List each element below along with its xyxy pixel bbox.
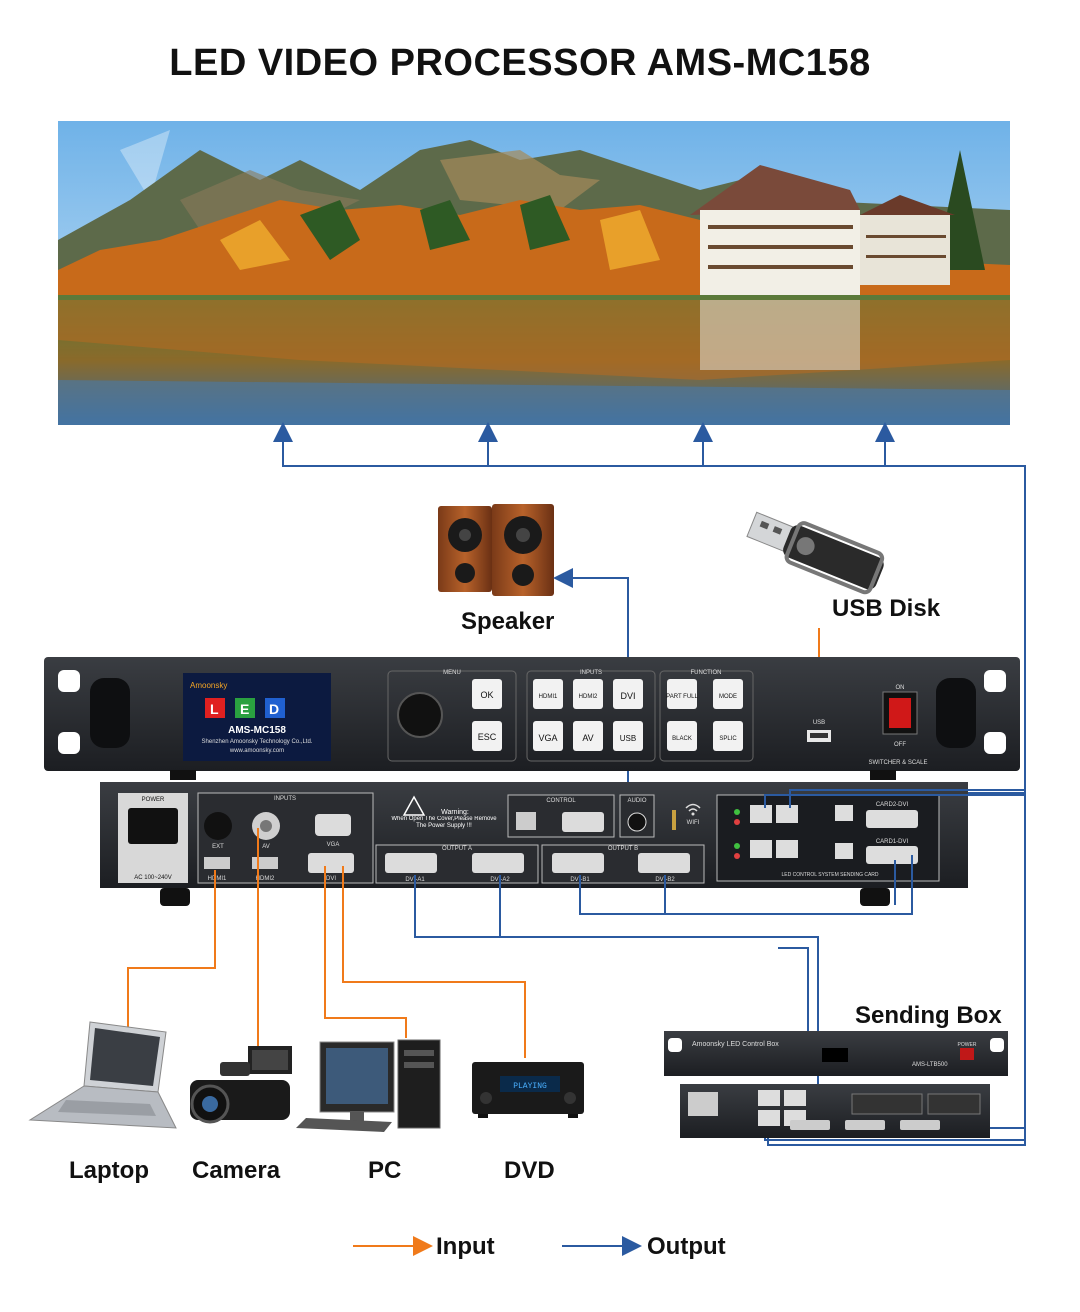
led-screen-image	[58, 121, 1010, 425]
warning-title: Warning:	[441, 809, 469, 816]
vga-port-label: VGA	[327, 842, 340, 848]
dvi-port-label: DVI	[326, 876, 336, 882]
wifi-icon	[672, 803, 701, 830]
processor-front-panel	[44, 657, 1020, 771]
dvd-image	[472, 1062, 584, 1118]
lcd-led-e: E	[240, 701, 249, 717]
splic-button-label: SPLIC	[719, 736, 737, 742]
dvi-button-label: DVI	[620, 691, 635, 701]
rear-inputs-label: INPUTS	[274, 796, 296, 802]
lcd-website: www.amoonsky.com	[229, 748, 284, 754]
output-b-label: OUTPUT B	[608, 846, 638, 852]
hdmi2-port-label: HDMI2	[256, 876, 275, 882]
wifi-label: WIFI	[687, 820, 700, 826]
esc-button-label: ESC	[478, 732, 497, 742]
lcd-led-l: L	[210, 701, 219, 717]
usb-disk-label: USB Disk	[832, 595, 941, 622]
sending-box-power: POWER	[958, 1042, 977, 1048]
lcd-model: AMS-MC158	[228, 725, 286, 736]
sending-box-brand: Amoonsky LED Control Box	[692, 1041, 779, 1048]
legend-input-label: Input	[436, 1233, 495, 1260]
camera-image	[190, 1046, 292, 1124]
front-panel-text: Amoonsky L E D AMS-MC158 Shenzhen Amoons…	[190, 670, 928, 766]
legend-output-label: Output	[647, 1233, 726, 1260]
mode-button-label: MODE	[719, 694, 737, 700]
switcher-label: SWITCHER & SCALE	[868, 760, 927, 766]
ac-label: AC 100~240V	[134, 875, 172, 881]
pc-label: PC	[368, 1157, 402, 1184]
laptop-image	[28, 1021, 177, 1129]
hdmi1-port-label: HDMI1	[208, 876, 227, 882]
av-button-label: AV	[582, 733, 593, 743]
power-on-label: ON	[896, 685, 905, 691]
lcd-company: Shenzhen Amoonsky Technology Co.,Ltd.	[202, 739, 313, 745]
laptop-label: Laptop	[69, 1157, 149, 1184]
dvd-display: PLAYING	[513, 1082, 547, 1091]
ext-port-label: EXT	[212, 844, 224, 850]
usb-port-label: USB	[813, 720, 825, 726]
ok-button-label: OK	[480, 690, 493, 700]
speaker-image	[438, 504, 554, 596]
sending-card-label: LED CONTROL SYSTEM SENDING CARD	[781, 872, 878, 878]
hdmi2-button-label: HDMI2	[579, 694, 598, 700]
input-lines	[127, 828, 526, 1058]
black-button-label: BLACK	[672, 736, 692, 742]
output-a-label: OUTPUT A	[442, 846, 472, 852]
pc-image	[296, 1039, 441, 1132]
av-port-label: AV	[262, 844, 270, 850]
processor-rear-panel	[100, 770, 968, 906]
lcd-led-d: D	[269, 701, 279, 717]
dvd-label: DVD	[504, 1157, 555, 1184]
vga-button-label: VGA	[538, 733, 557, 743]
usb-button-label: USB	[620, 734, 636, 743]
usb-disk-image	[746, 511, 885, 595]
audio-label: AUDIO	[627, 798, 646, 804]
menu-label: MENU	[443, 670, 461, 676]
lcd-brand: Amoonsky	[190, 681, 227, 690]
sending-box-label: Sending Box	[855, 1002, 1002, 1029]
inputs-label: INPUTS	[580, 670, 602, 676]
speaker-label: Speaker	[461, 608, 555, 635]
warning-text: When Open The Cover,Please Remove The Po…	[391, 816, 497, 829]
control-label: CONTROL	[546, 798, 576, 804]
camera-label: Camera	[192, 1157, 281, 1184]
hdmi1-button-label: HDMI1	[539, 694, 558, 700]
card1-label: CARD1-DVI	[876, 839, 909, 845]
sending-box-model: AMS-LTB500	[912, 1062, 948, 1068]
function-label: FUNCTION	[691, 670, 722, 676]
card2-label: CARD2-DVI	[876, 802, 909, 808]
power-label: POWER	[142, 797, 165, 803]
sending-box-image	[664, 1031, 1008, 1138]
page-title: LED VIDEO PROCESSOR AMS-MC158	[169, 42, 871, 84]
part-full-button-label: PART FULL	[666, 694, 698, 700]
power-off-label: OFF	[894, 742, 906, 748]
